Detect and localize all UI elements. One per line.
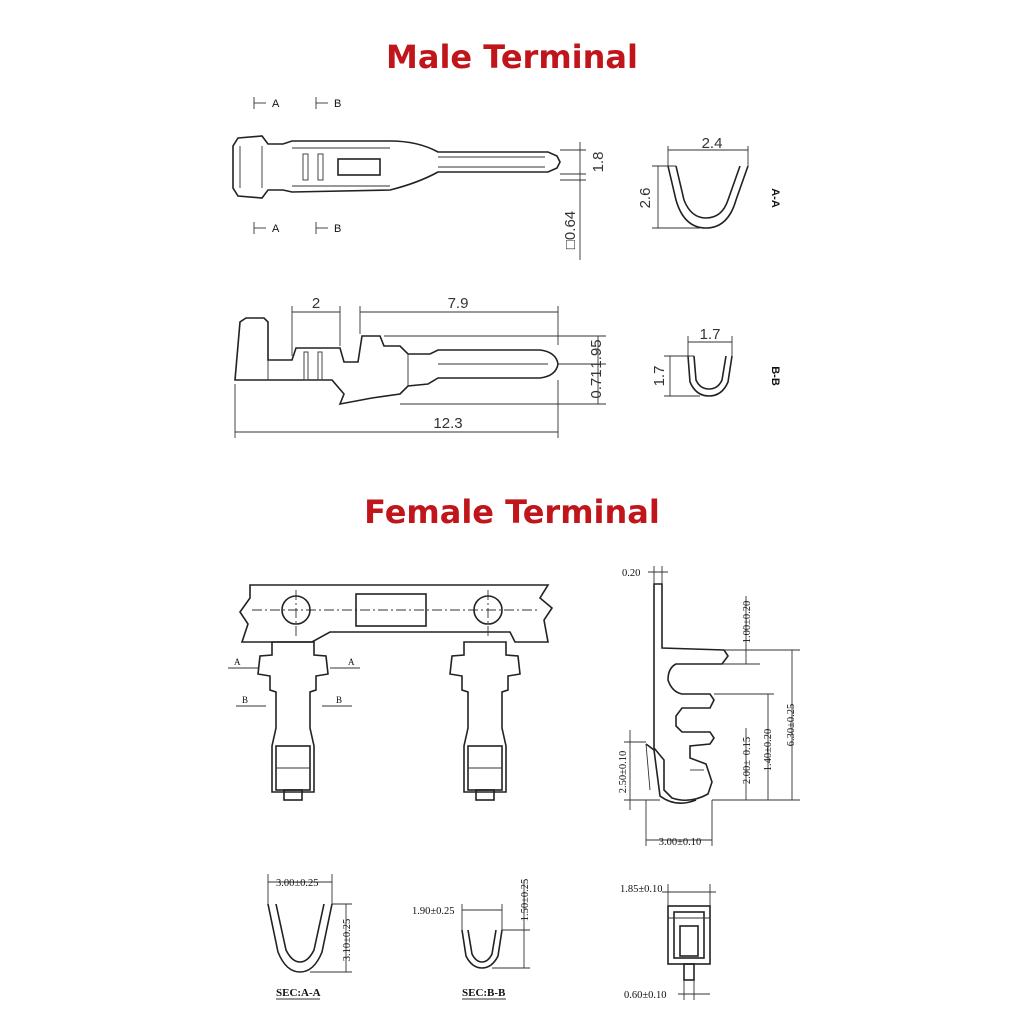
dim-7-9: 7.9: [448, 295, 469, 312]
dim-bb-1-7-w: 1.7: [700, 326, 721, 343]
dim-aa-2-4: 2.4: [702, 135, 723, 152]
dim-2-00: 2.00±: [742, 760, 753, 784]
marker-b-bottom: B: [334, 223, 341, 235]
male-section-bb: 1.7 1.7 B-B: [651, 326, 781, 397]
female-end-view: 1.85±0.10 0.60±0.10: [620, 884, 716, 1001]
male-top-outline: [232, 135, 561, 199]
marker-b-top: B: [334, 98, 341, 110]
dim-bb-1-7-h: 1.7: [651, 366, 668, 387]
sec-aa-label: SEC:A-A: [276, 987, 321, 999]
dim-12-3: 12.3: [433, 415, 462, 432]
female-strip-view: A A B B: [228, 584, 554, 801]
male-side-outline: [234, 317, 559, 406]
female-side-view: 0.20 1.00±0.20 6.30±0.25 1.40±0.20 2.00±…: [618, 566, 800, 848]
dim-1-40: 1.40±0.20: [763, 729, 774, 772]
dim-1-00: 1.00±0.20: [742, 601, 753, 644]
female-terminal-title: Female Terminal: [364, 493, 660, 531]
dim-3-00: 3.00±0.10: [659, 837, 702, 848]
female-carrier-strip: [239, 584, 554, 643]
dim-1-8: 1.8: [590, 152, 607, 173]
female-side-outline: [653, 583, 729, 802]
dim-0-15: 0.15: [742, 737, 753, 755]
dim-aa-2-6: 2.6: [637, 188, 654, 209]
dim-sec-aa-3-10: 3.10±0.25: [342, 919, 353, 962]
male-section-markers: A B A B: [253, 97, 341, 235]
dim-sec-bb-1-90: 1.90±0.25: [412, 906, 455, 917]
dim-sec-aa-3-00: 3.00±0.25: [276, 878, 319, 889]
male-section-aa: 2.4 2.6 A-A: [637, 135, 781, 229]
female-marker-b-left: B: [242, 695, 248, 705]
marker-a-bottom: A: [272, 223, 280, 235]
section-aa-label: A-A: [769, 188, 781, 208]
female-sec-bb: 1.90±0.25 1.50±0.25 SEC:B-B: [412, 879, 531, 1000]
dim-sec-bb-1-50: 1.50±0.25: [520, 879, 531, 922]
female-sec-aa: 3.00±0.25 3.10±0.25 SEC:A-A: [267, 874, 353, 1000]
male-top-view: A B A B 1.8 □0.64: [232, 97, 607, 260]
dim-0-20: 0.20: [622, 568, 640, 579]
section-bb-label: B-B: [769, 366, 781, 386]
marker-a-top: A: [272, 98, 280, 110]
dim-2: 2: [312, 295, 320, 312]
dim-1-95: 1.95: [588, 339, 605, 368]
dim-end-1-85: 1.85±0.10: [620, 884, 663, 895]
female-contact-left: [257, 641, 329, 793]
male-side-view: 2 7.9 1.95 0.71 12.3: [234, 295, 606, 438]
male-terminal-title: Male Terminal: [386, 38, 638, 76]
dim-0-71: 0.71: [588, 369, 605, 398]
dim-6-30: 6.30±0.25: [786, 704, 797, 747]
female-marker-a-right: A: [348, 657, 355, 667]
sec-bb-label: SEC:B-B: [462, 987, 506, 999]
dim-2-50: 2.50±0.10: [618, 751, 629, 794]
female-marker-a-left: A: [234, 657, 241, 667]
female-marker-b-right: B: [336, 695, 342, 705]
dim-square-0-64: □0.64: [562, 211, 579, 249]
dim-end-0-60: 0.60±0.10: [624, 990, 667, 1001]
female-contact-right: [449, 641, 521, 793]
